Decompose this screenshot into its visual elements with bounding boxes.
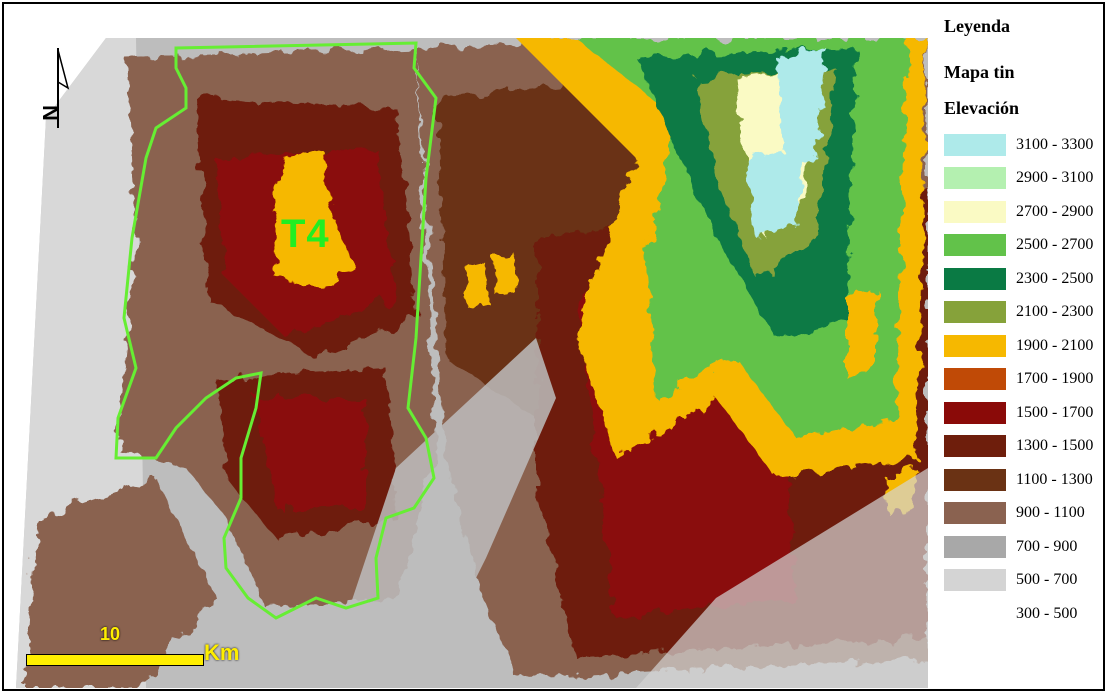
legend-item: 1300 - 1500 (944, 430, 1110, 464)
legend-label: 2700 - 2900 (1016, 202, 1094, 220)
legend-swatch (944, 602, 1006, 625)
legend-swatch (944, 502, 1006, 525)
legend-label: 3100 - 3300 (1016, 135, 1094, 153)
legend-swatch (944, 535, 1006, 558)
legend-label: 1100 - 1300 (1016, 470, 1093, 488)
scale-bar (26, 654, 204, 666)
legend-item: 2100 - 2300 (944, 296, 1110, 330)
legend-label: 2300 - 2500 (1016, 269, 1094, 287)
legend-item: 900 - 1100 (944, 497, 1110, 531)
legend-item: 1100 - 1300 (944, 463, 1110, 497)
north-arrow-icon (57, 48, 70, 128)
legend-swatch (944, 301, 1006, 324)
legend-label: 1900 - 2100 (1016, 336, 1094, 354)
legend-label: 2900 - 3100 (1016, 169, 1094, 187)
legend-item: 1900 - 2100 (944, 329, 1110, 363)
legend-item: 3100 - 3300 (944, 128, 1110, 162)
legend-item: 300 - 500 (944, 597, 1110, 631)
legend-label: 1500 - 1700 (1016, 403, 1094, 421)
legend-item: 2500 - 2700 (944, 229, 1110, 263)
legend-field: Elevación (944, 98, 1019, 118)
legend-label: 1700 - 1900 (1016, 370, 1094, 388)
legend-item: 500 - 700 (944, 564, 1110, 598)
legend-swatch (944, 401, 1006, 424)
scale-bar-unit: Km (204, 640, 240, 665)
elevation-map (16, 38, 928, 688)
legend-title: Leyenda (944, 16, 1011, 36)
legend-item: 1500 - 1700 (944, 396, 1110, 430)
zone-label-t4: T4 (281, 212, 330, 256)
legend-swatch (944, 435, 1006, 458)
legend-layer: Mapa tin (944, 62, 1015, 82)
legend-swatch (944, 334, 1006, 357)
legend-item: 700 - 900 (944, 530, 1110, 564)
legend-item: 2900 - 3100 (944, 162, 1110, 196)
scale-bar-value: 10 (100, 624, 121, 644)
legend-label: 700 - 900 (1016, 537, 1078, 555)
legend-swatch (944, 167, 1006, 190)
legend-swatch (944, 569, 1006, 592)
legend-swatch (944, 368, 1006, 391)
legend-label: 300 - 500 (1016, 604, 1078, 622)
legend-swatch (944, 133, 1006, 156)
legend-swatch (944, 267, 1006, 290)
legend-label: 1300 - 1500 (1016, 437, 1094, 455)
legend-label: 500 - 700 (1016, 571, 1078, 589)
legend-swatch (944, 200, 1006, 223)
legend-item: 1700 - 1900 (944, 363, 1110, 397)
legend-item: 2700 - 2900 (944, 195, 1110, 229)
legend-swatch (944, 234, 1006, 257)
legend-label: 900 - 1100 (1016, 504, 1085, 522)
legend-list: 3100 - 3300 2900 - 3100 2700 - 2900 2500 - … (944, 128, 1110, 631)
north-letter: N (37, 105, 63, 121)
legend-item: 2300 - 2500 (944, 262, 1110, 296)
zone-boundary (114, 41, 438, 620)
legend-swatch (944, 468, 1006, 491)
legend-label: 2100 - 2300 (1016, 303, 1094, 321)
legend-label: 2500 - 2700 (1016, 236, 1094, 254)
